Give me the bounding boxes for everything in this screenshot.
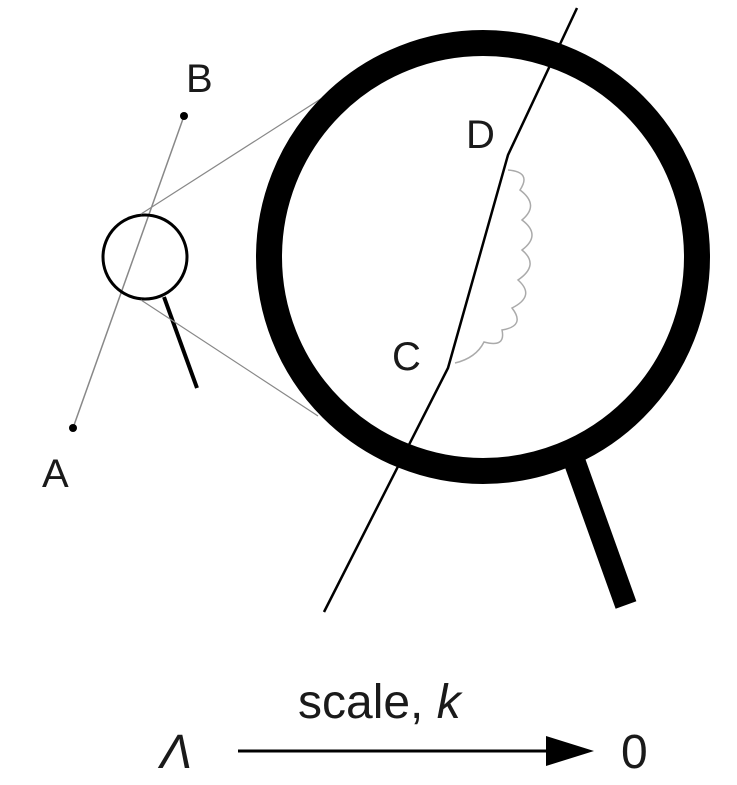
wiggly-path-cd xyxy=(454,169,533,364)
segment-ab xyxy=(72,115,185,429)
point-label-b: B xyxy=(186,57,213,101)
arrow-head xyxy=(546,736,594,766)
arrow-source-symbol: Λ xyxy=(157,726,192,779)
point-label-c: C xyxy=(392,335,421,379)
small-magnifier-handle xyxy=(162,296,199,389)
point-label-a: A xyxy=(42,452,69,496)
projection-line-top xyxy=(140,92,331,215)
magnified-line xyxy=(322,7,579,613)
point-label-d: D xyxy=(466,113,495,157)
large-magnifier-handle xyxy=(563,456,637,609)
small-magnifier-lens xyxy=(101,213,189,301)
large-magnifier-lens xyxy=(256,30,710,484)
scale-caption: scale, k xyxy=(298,676,464,729)
scale-caption-text: scale, xyxy=(298,676,437,729)
projection-line-bottom xyxy=(140,299,319,417)
point-a-dot xyxy=(69,424,77,432)
arrow-target-value: 0 xyxy=(621,726,648,779)
point-b-dot xyxy=(180,112,188,120)
scale-caption-variable: k xyxy=(437,676,464,729)
